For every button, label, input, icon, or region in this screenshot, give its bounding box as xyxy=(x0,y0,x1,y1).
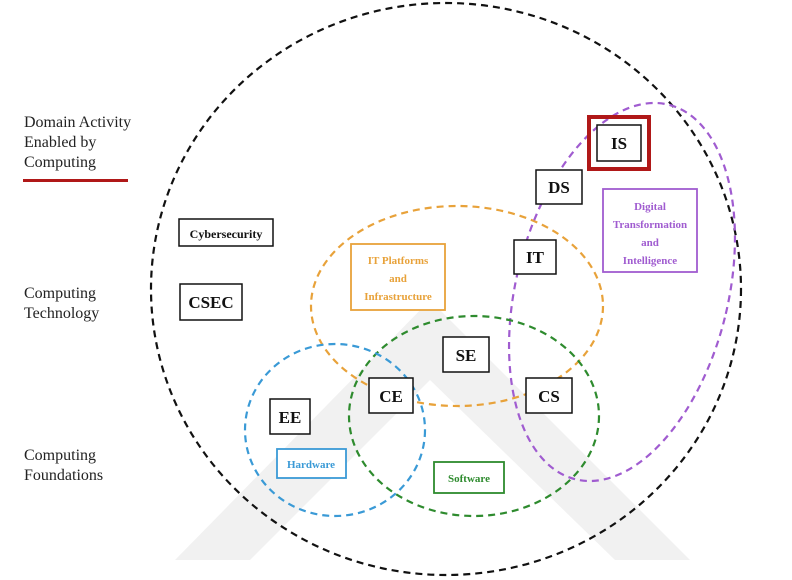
discipline-cybersecurity: Cybersecurity xyxy=(178,218,274,247)
it-platforms-box: IT Platforms and Infrastructure xyxy=(350,243,446,311)
hardware-region xyxy=(243,342,427,518)
software-region xyxy=(347,314,601,518)
outer-boundary xyxy=(149,1,743,577)
hardware-box: Hardware xyxy=(276,448,347,479)
label-computing-technology: Computing Technology xyxy=(24,284,164,324)
se-label: SE xyxy=(456,346,477,365)
csec-label: CSEC xyxy=(188,293,233,312)
label-line: Domain Activity xyxy=(24,114,132,131)
discipline-cs: CS xyxy=(525,377,573,414)
cybersecurity-label: Cybersecurity xyxy=(190,227,263,241)
dt-line: Transformation xyxy=(613,219,687,231)
itp-line: Infrastructure xyxy=(364,291,432,303)
discipline-ee: EE xyxy=(269,398,311,435)
discipline-it: IT xyxy=(513,239,557,275)
label-line: Computing xyxy=(24,154,97,171)
hardware-label: Hardware xyxy=(287,459,335,471)
dt-line: Intelligence xyxy=(623,255,677,267)
label-domain-activity: Domain Activity Enabled by Computing xyxy=(24,113,164,173)
dt-line: and xyxy=(641,237,659,249)
itp-line: and xyxy=(389,273,407,285)
dt-line: Digital xyxy=(634,201,666,213)
ee-label: EE xyxy=(279,408,302,427)
label-line: Foundations xyxy=(24,467,104,484)
is-label: IS xyxy=(611,134,627,153)
highlight-underline xyxy=(23,179,128,182)
software-label: Software xyxy=(448,473,490,485)
software-box: Software xyxy=(433,461,505,494)
watermark-shape xyxy=(175,300,690,560)
discipline-se: SE xyxy=(442,336,490,373)
cs-label: CS xyxy=(538,387,560,406)
it-platforms-region xyxy=(309,204,605,408)
label-line: Technology xyxy=(24,305,100,322)
discipline-ds: DS xyxy=(535,169,583,205)
label-computing-foundations: Computing Foundations xyxy=(24,446,164,486)
discipline-is: IS xyxy=(587,115,651,171)
ce-label: CE xyxy=(379,387,403,406)
digital-transformation-box: Digital Transformation and Intelligence xyxy=(602,188,698,273)
label-line: Computing xyxy=(24,447,97,464)
it-label: IT xyxy=(526,248,545,267)
ds-label: DS xyxy=(548,178,570,197)
itp-line: IT Platforms xyxy=(368,255,429,267)
discipline-csec: CSEC xyxy=(179,283,243,321)
label-line: Enabled by xyxy=(24,134,97,151)
discipline-ce: CE xyxy=(368,377,414,414)
label-line: Computing xyxy=(24,285,97,302)
digital-transformation-region xyxy=(507,101,737,483)
